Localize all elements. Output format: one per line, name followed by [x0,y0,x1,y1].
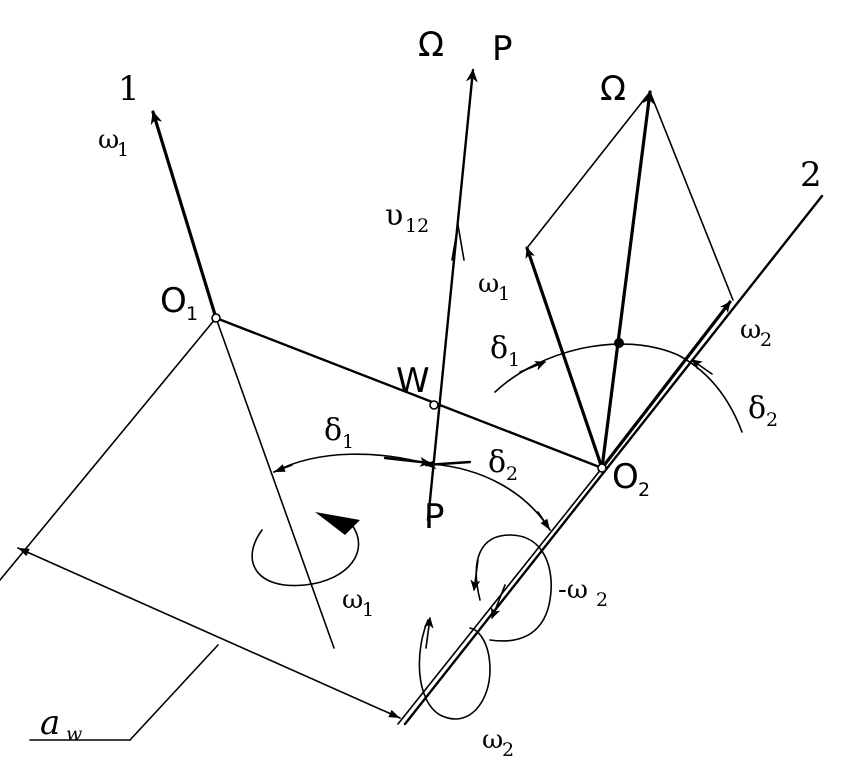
label-omega1-para-sub: 1 [498,283,510,305]
label-omega1-para: ω [478,269,499,299]
point-o2 [597,463,607,473]
delta-arc-right [494,343,743,433]
label-omega-right: Ω [600,69,626,109]
label-v12-sub: 12 [405,215,429,237]
label-o2-sub: 2 [638,479,650,501]
omega1-vector [525,246,604,470]
label-w: W [396,361,430,401]
delta1-left-end-arrow [273,464,293,473]
delta2-arrow [691,359,713,375]
parallelogram-left-side [526,91,651,249]
label-omega2-rot: ω [482,725,503,755]
aw-dimension-line [17,547,401,719]
point-o1 [211,313,221,323]
label-v12: υ [385,198,403,233]
label-axis-1: 1 [118,69,140,109]
label-o1: O [160,281,187,321]
label-omega2-rot-sub: 2 [502,739,514,761]
label-omega1-axis: ω [98,125,119,155]
aw-dim-left-ext [0,317,217,581]
v12-arrow-head [451,224,465,261]
label-o1-sub: 1 [186,303,198,325]
axis-2-thick-segment [600,300,732,470]
label-omega1-rot: ω [342,585,363,615]
delta1-mid-arrow [383,456,432,467]
delta2-mid-arrow [424,459,472,470]
label-p-bottom: P [424,497,445,537]
point-w [429,400,439,410]
label-omega-top: Ω [418,25,444,65]
label-delta2-mid-sub: 2 [506,463,518,485]
neg-omega2-arrow-a [470,559,481,591]
delta1-arrow [519,361,546,373]
aw-leader-diagonal [129,644,219,741]
label-o2: O [612,457,639,497]
label-delta1-right: δ [490,331,508,366]
label-axis-2: 2 [800,155,822,195]
omega2-rotation-loop [418,619,491,720]
instant-axis-line [426,68,478,522]
label-delta1-mid-sub: 1 [342,431,354,453]
label-aw-sub: w [66,723,82,745]
center-distance-line [214,316,604,470]
axis-2-line [403,194,824,726]
omega1-rotation-loop [251,524,360,587]
omega2-rotation-arrow [423,617,434,649]
label-omega1-rot-sub: 1 [362,599,374,621]
label-p-top: P [492,29,513,69]
delta-arc-left [273,453,421,473]
neg-omega2-arrow-b [491,584,506,619]
label-delta1-mid: δ [324,413,342,448]
label-delta2-right-sub: 2 [766,409,778,431]
axis-1-line [150,110,218,320]
label-aw: a [40,703,60,743]
omega1-rotation-arrowhead [315,512,360,535]
parallelogram-right-side [649,91,734,301]
aw-dim-right-ext [397,467,603,725]
label-neg-omega2-sub: 2 [596,589,608,611]
label-delta2-right: δ [748,391,766,426]
label-omega2-para-sub: 2 [760,329,772,351]
omega-vector [600,90,655,470]
delta2-mid-end-arrow [537,511,551,531]
arc-intersection-point [614,338,624,348]
label-neg-omega2: -ω [558,575,588,605]
axis-1-projection [215,317,335,649]
label-delta1-right-sub: 1 [508,349,520,371]
label-omega1-axis-sub: 1 [117,139,129,161]
neg-omega2-rotation-loop [475,534,552,642]
label-delta2-mid: δ [488,445,506,480]
label-omega2-para: ω [740,315,761,345]
